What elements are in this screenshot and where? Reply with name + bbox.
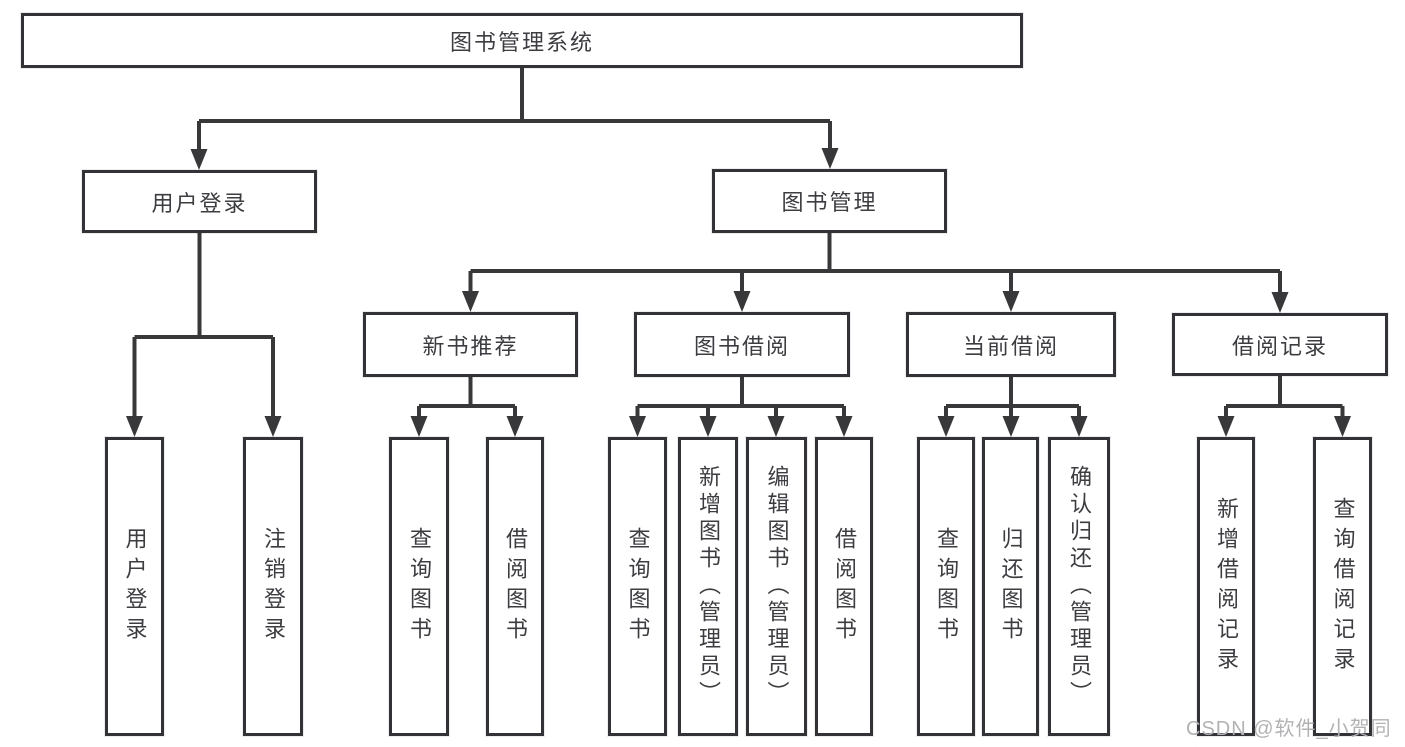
leaf-user-login: 用户登录 xyxy=(105,437,164,736)
leaf-query-books-current: 查询图书 xyxy=(917,437,975,736)
leaf-borrow-books: 借阅图书 xyxy=(815,437,873,736)
leaf-return-book: 归还图书 xyxy=(982,437,1039,736)
leaf-edit-book-admin: 编辑图书（管理员） xyxy=(746,437,807,736)
leaf-borrow-books-recommend: 借阅图书 xyxy=(486,437,544,736)
node-book-management: 图书管理 xyxy=(712,169,947,233)
arrowheads xyxy=(126,148,1351,437)
leaf-query-books-recommend: 查询图书 xyxy=(389,437,449,736)
leaf-add-borrow-record: 新增借阅记录 xyxy=(1197,437,1255,736)
node-library-system: 图书管理系统 xyxy=(21,13,1023,68)
node-user-login: 用户登录 xyxy=(82,170,317,233)
leaf-query-borrow-record: 查询借阅记录 xyxy=(1313,437,1372,736)
leaf-query-books-borrow: 查询图书 xyxy=(608,437,667,736)
leaf-confirm-return-admin: 确认归还（管理员） xyxy=(1048,437,1110,736)
leaf-logout: 注销登录 xyxy=(243,437,303,736)
node-book-borrow: 图书借阅 xyxy=(634,312,850,377)
node-new-book-recommend: 新书推荐 xyxy=(363,312,578,377)
leaf-add-book-admin: 新增图书（管理员） xyxy=(678,437,738,736)
csdn-watermark: CSDN @软件_小贺同学 xyxy=(1186,718,1392,740)
node-borrow-records: 借阅记录 xyxy=(1172,313,1388,376)
connector-segments xyxy=(132,68,1345,419)
node-current-borrow: 当前借阅 xyxy=(906,312,1116,377)
